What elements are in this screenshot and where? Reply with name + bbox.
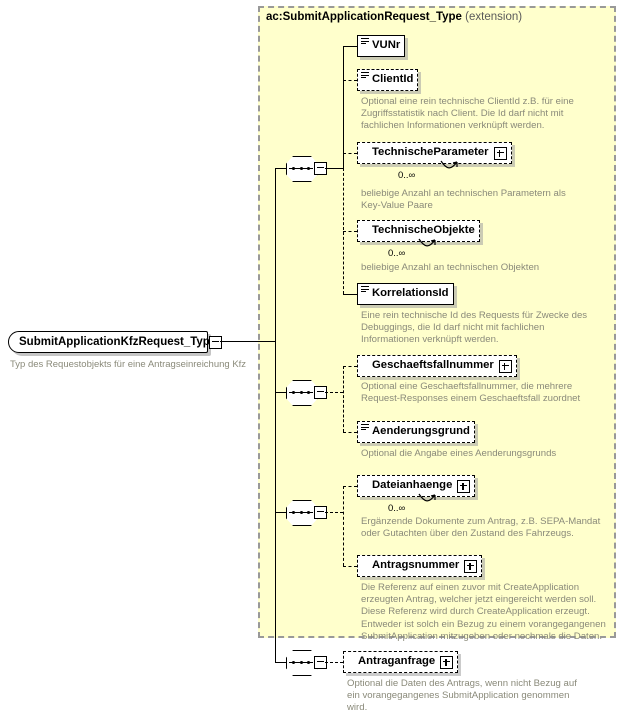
cardinality-technischeparameter: 0..∞	[398, 170, 416, 181]
element-documentation-clientid: Optional eine rein technische ClientId z…	[361, 96, 574, 132]
element-box-technischeparameter[interactable]: TechnischeParameter	[357, 142, 512, 164]
element-name: Geschaeftsfallnummer	[372, 359, 494, 372]
element-box-dateianhaenge[interactable]: Dateianhaenge	[357, 475, 476, 497]
connector-trunk-to-seq2	[275, 392, 286, 393]
expand-icon[interactable]	[457, 479, 471, 493]
element-name: TechnischeParameter	[372, 146, 489, 159]
connector-to-geschaeftsfallnummer	[343, 366, 357, 367]
cardinality-technischeobjekte: 0..∞	[388, 248, 406, 259]
expand-icon[interactable]	[493, 146, 507, 160]
root-type-documentation: Typ des Requestobjekts für eine Antragse…	[10, 359, 247, 370]
connector-seq2-out	[325, 392, 343, 393]
sequence-dots	[292, 510, 310, 514]
connector-trunk-vertical	[275, 168, 276, 662]
root-type-box[interactable]: SubmitApplicationKfzRequest_Type	[8, 331, 216, 353]
element-box-clientid[interactable]: ClientId	[357, 69, 419, 91]
sequence-icon-1[interactable]	[286, 156, 327, 182]
cardinality-dateianhaenge: 0..∞	[388, 503, 406, 514]
extension-type-name: ac:SubmitApplicationRequest_Type	[266, 11, 462, 23]
element-name: KorrelationsId	[372, 287, 449, 300]
element-box-vunr[interactable]: VUNr	[357, 35, 406, 57]
element-name: Dateianhaenge	[372, 479, 453, 492]
element-type-icon	[361, 72, 369, 79]
connector-to-dateianhaenge	[343, 486, 357, 487]
connector-to-korrelationsid	[343, 294, 357, 295]
sequence-icon-4[interactable]	[286, 650, 327, 676]
connector-root-to-trunk	[220, 341, 276, 342]
element-documentation-technischeparameter: beliebige Anzahl an technischen Paramete…	[361, 188, 566, 212]
element-box-technischeobjekte[interactable]: TechnischeObjekte	[357, 220, 480, 242]
connector-to-technischeobjekte	[343, 231, 357, 232]
connector-to-aenderungsgrund	[343, 432, 357, 433]
element-name: VUNr	[372, 39, 401, 52]
element-type-icon	[361, 38, 369, 45]
root-collapse-icon[interactable]	[209, 336, 222, 349]
connector-trunk-to-seq4	[275, 662, 286, 663]
element-type-icon	[361, 424, 369, 431]
connector-trunk-to-seq3	[275, 512, 286, 513]
element-name: ClientId	[372, 73, 414, 86]
element-documentation-geschaeftsfallnummer: Optional eine Geschaeftsfallnummer, die …	[361, 381, 581, 405]
element-documentation-korrelationsid: Eine rein technische Id des Requests für…	[361, 310, 588, 346]
connector-seq3-out	[325, 512, 343, 513]
repeat-curl-icon	[418, 238, 436, 247]
repeat-curl-icon	[440, 160, 458, 169]
connector-seq2-spine	[343, 366, 344, 432]
extension-title: ac:SubmitApplicationRequest_Type (extens…	[266, 11, 522, 23]
element-documentation-technischeobjekte: beliebige Anzahl an technischen Objekten	[361, 262, 540, 273]
sequence-dots	[292, 390, 310, 394]
sequence-icon-3[interactable]	[286, 500, 327, 526]
element-name: Aenderungsgrund	[372, 425, 470, 438]
extension-suffix: (extension)	[465, 11, 523, 23]
root-type-name: SubmitApplicationKfzRequest_Type	[19, 336, 217, 348]
connector-seq3-spine	[343, 486, 344, 566]
sequence-dots	[292, 660, 310, 664]
connector-seq1-out	[325, 168, 343, 169]
element-documentation-antragsnummer: Die Referenz auf einen zuvor mit CreateA…	[361, 582, 606, 642]
element-name: Antragsnummer	[372, 559, 460, 572]
connector-seq4-out	[325, 662, 343, 663]
element-documentation-antraganfrage: Optional die Daten des Antrags, wenn nic…	[347, 678, 577, 714]
expand-icon[interactable]	[498, 359, 512, 373]
connector-to-vunr	[343, 46, 357, 47]
element-box-antraganfrage[interactable]: Antraganfrage	[343, 651, 459, 673]
element-documentation-aenderungsgrund: Optional die Angabe eines Aenderungsgrun…	[361, 448, 557, 459]
extension-container	[258, 6, 616, 638]
expand-icon[interactable]	[464, 559, 478, 573]
element-box-geschaeftsfallnummer[interactable]: Geschaeftsfallnummer	[357, 355, 517, 377]
element-name: TechnischeObjekte	[372, 224, 475, 237]
element-box-antragsnummer[interactable]: Antragsnummer	[357, 555, 483, 577]
element-box-korrelationsid[interactable]: KorrelationsId	[357, 283, 454, 305]
element-documentation-dateianhaenge: Ergänzende Dokumente zum Antrag, z.B. SE…	[361, 516, 601, 540]
connector-trunk-to-seq1	[275, 168, 286, 169]
connector-seq1-spine-solid	[343, 46, 344, 168]
element-type-icon	[361, 286, 369, 293]
expand-icon[interactable]	[440, 655, 454, 669]
connector-to-clientid	[343, 80, 357, 81]
sequence-icon-2[interactable]	[286, 380, 327, 406]
element-box-aenderungsgrund[interactable]: Aenderungsgrund	[357, 421, 475, 443]
connector-to-antragsnummer	[343, 566, 357, 567]
repeat-curl-icon	[418, 493, 436, 502]
connector-to-technischeparameter	[343, 153, 357, 154]
sequence-dots	[292, 166, 310, 170]
element-name: Antraganfrage	[358, 655, 436, 668]
